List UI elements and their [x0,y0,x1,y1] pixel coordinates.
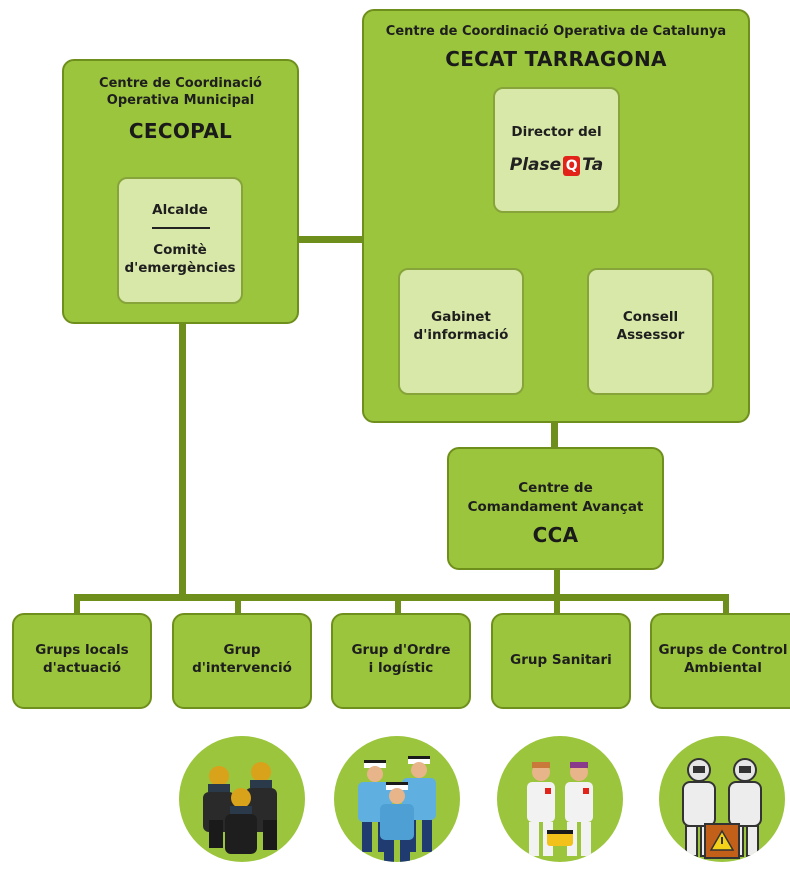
cecopal-title-line1: Centre de Coordinació [99,76,262,91]
connector-group-5 [723,594,729,616]
group-box-intervencio: Grup d'intervenció [172,613,312,709]
alcalde-label: Alcalde [152,202,208,218]
consell-box: Consell Assessor [587,268,714,395]
cca-name: CCA [532,523,579,547]
group-label-line1: Grups locals [35,642,129,658]
group-box-sanitari: Grup Sanitari [491,613,631,709]
cca-label-line2: Comandament Avançat [467,499,644,515]
connector-group-4 [554,570,560,616]
gabinet-box: Gabinet d'informació [398,268,524,395]
connector-group-3 [395,594,401,616]
gabinet-label-line2: d'informació [413,327,509,343]
cca-box: Centre de Comandament Avançat CCA [447,447,664,570]
firefighters-icon [179,736,305,862]
cecopal-title-line2: Operativa Municipal [106,93,255,108]
connector-group-2 [235,594,241,616]
comite-label-line2: d'emergències [124,260,236,276]
gabinet-label-line1: Gabinet [431,309,491,325]
group-label-line1: Grups de Control [658,642,788,658]
group-label-line1: Grup Sanitari [510,652,612,668]
group-label-line2: d'intervenció [192,660,292,676]
director-label: Director del [511,124,602,140]
group-box-control-ambiental: Grups de Control Ambiental [650,613,790,709]
consell-label-line1: Consell [622,309,679,325]
cecat-name: CECAT TARRAGONA [445,47,667,71]
connector-groups-horizontal [74,594,729,601]
alcalde-divider [152,227,210,229]
consell-label-line2: Assessor [616,327,685,343]
connector-group-1 [74,594,80,616]
cecat-title-line1: Centre de Coordinació Operativa de Catal… [385,24,727,39]
group-label-line1: Grup d'Ordre [351,642,451,658]
hazmat-suits-icon [659,736,785,862]
group-label-line2: d'actuació [43,660,121,676]
cca-label-line1: Centre de [518,480,593,496]
group-label-line2: i logístic [368,660,434,676]
group-box-ordre: Grup d'Ordre i logístic [331,613,471,709]
group-box-locals: Grups locals d'actuació [12,613,152,709]
police-officers-icon [334,736,460,862]
group-label-line2: Ambiental [684,660,762,676]
connector-cecopal-vertical [179,306,186,598]
group-label-line1: Grup [223,642,261,658]
medics-icon [497,736,623,862]
alcalde-comite-box: Alcalde Comitè d'emergències [117,177,243,304]
comite-label-line1: Comitè [153,242,207,258]
cecopal-name: CECOPAL [128,119,233,143]
